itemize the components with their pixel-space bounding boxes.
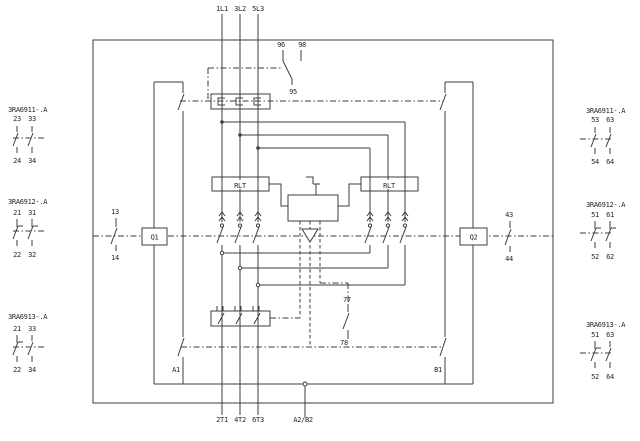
aux-terminal: 63 xyxy=(606,116,614,124)
aux-terminal: 52 xyxy=(591,253,599,261)
aux-terminal: 34 xyxy=(28,366,36,374)
junction-dot xyxy=(220,120,224,124)
terminal-label-a2b2: A2/B2 xyxy=(293,416,313,424)
aux-terminal: 23 xyxy=(13,115,21,123)
aux-group-right-2: 3RA6912-.A 51 61 52 62 xyxy=(586,201,627,261)
aux-terminal: 53 xyxy=(591,116,599,124)
aux-group-title: 3RA6913-.A xyxy=(8,313,48,321)
q1-aux-14: 14 xyxy=(111,254,119,262)
aux-group-title: 3RA6911-.A xyxy=(8,106,48,114)
junction-node xyxy=(219,250,225,256)
overload-right-label: RLT xyxy=(383,182,396,190)
trip-contact-98: 98 xyxy=(298,41,306,49)
aux-terminal: 64 xyxy=(606,373,614,381)
aux-terminal: 51 xyxy=(591,331,599,339)
aux-terminal: 22 xyxy=(13,366,21,374)
terminal-label-6t3: 6T3 xyxy=(252,416,264,424)
aux-group-left-1: 3RA6911-.A 23 33 24 34 xyxy=(8,106,49,165)
aux-terminal: 31 xyxy=(28,209,36,217)
overload-relay-right-box xyxy=(360,176,419,192)
coil-terminal-node xyxy=(302,381,308,387)
contact-pivot xyxy=(367,223,373,228)
aux-terminal: 32 xyxy=(28,251,36,259)
overload-left-label: RLT xyxy=(234,182,247,190)
q2-coil-label: Q2 xyxy=(470,234,478,242)
electronics-module-box xyxy=(287,194,339,222)
enclosure-outline xyxy=(92,39,554,404)
junction-node xyxy=(237,265,243,271)
solid-wires xyxy=(12,14,616,417)
center-aux-78: 78 xyxy=(340,339,348,347)
aux-group-left-2: 3RA6912-.A 21 31 22 32 xyxy=(8,198,49,259)
aux-terminal: 34 xyxy=(28,157,36,165)
trip-actuator-icon xyxy=(301,228,319,243)
current-sensor-box xyxy=(210,93,271,110)
q1-aux-13: 13 xyxy=(111,208,119,216)
trip-contact-96: 96 xyxy=(277,41,285,49)
output-contact-box xyxy=(210,310,271,327)
terminal-label-1l1: 1L1 xyxy=(216,5,228,13)
junction-dot xyxy=(256,146,260,150)
aux-terminal: 62 xyxy=(606,253,614,261)
overload-relay-left-box xyxy=(211,176,270,192)
contact-pivot xyxy=(385,223,391,228)
aux-terminal: 22 xyxy=(13,251,21,259)
overload-right-label-bg xyxy=(376,180,402,189)
aux-group-title: 3RA6912-.A xyxy=(586,201,626,209)
q2-aux-44: 44 xyxy=(505,255,513,263)
q1-coil-label: Q1 xyxy=(151,234,159,242)
contact-pivot xyxy=(219,223,225,228)
terminal-label-4t2: 4T2 xyxy=(234,416,246,424)
trip-contact-95: 95 xyxy=(289,88,297,96)
aux-terminal: 61 xyxy=(606,211,614,219)
aux-terminal: 33 xyxy=(28,325,36,333)
aux-terminal: 21 xyxy=(13,325,21,333)
contact-pivot xyxy=(402,223,408,228)
q2-coil-box xyxy=(459,227,488,246)
terminal-label-5l3: 5L3 xyxy=(252,5,264,13)
aux-group-left-3: 3RA6913-.A 21 33 22 34 xyxy=(8,313,49,374)
aux-terminal: 52 xyxy=(591,373,599,381)
aux-terminal: 63 xyxy=(606,331,614,339)
terminal-label-2t1: 2T1 xyxy=(216,416,228,424)
contact-pivot xyxy=(255,223,261,228)
aux-terminal: 21 xyxy=(13,209,21,217)
q2-aux-43: 43 xyxy=(505,211,513,219)
aux-group-title: 3RA6912-.A xyxy=(8,198,48,206)
coil-terminal-b1: B1 xyxy=(434,366,442,374)
aux-group-title: 3RA6911-.A xyxy=(586,107,626,115)
mechanical-linkage-lines xyxy=(13,67,612,354)
aux-terminal: 33 xyxy=(28,115,36,123)
junction-dot xyxy=(238,133,242,137)
aux-terminal: 51 xyxy=(591,211,599,219)
overload-left-label-bg xyxy=(227,180,253,189)
coil-terminal-a1: A1 xyxy=(172,366,180,374)
center-aux-77: 77 xyxy=(343,296,351,304)
aux-group-right-1: 3RA6911-.A 53 63 54 64 xyxy=(586,107,627,166)
q1-coil-box xyxy=(141,227,168,246)
aux-group-title: 3RA6913-.A xyxy=(586,321,626,329)
aux-terminal: 64 xyxy=(606,158,614,166)
aux-group-right-3: 3RA6913-.A 51 63 52 64 xyxy=(586,321,627,381)
junction-node xyxy=(255,282,261,288)
aux-terminal: 54 xyxy=(591,158,599,166)
terminal-label-3l2: 3L2 xyxy=(234,5,246,13)
contact-pivot xyxy=(237,223,243,228)
aux-terminal: 24 xyxy=(13,157,21,165)
